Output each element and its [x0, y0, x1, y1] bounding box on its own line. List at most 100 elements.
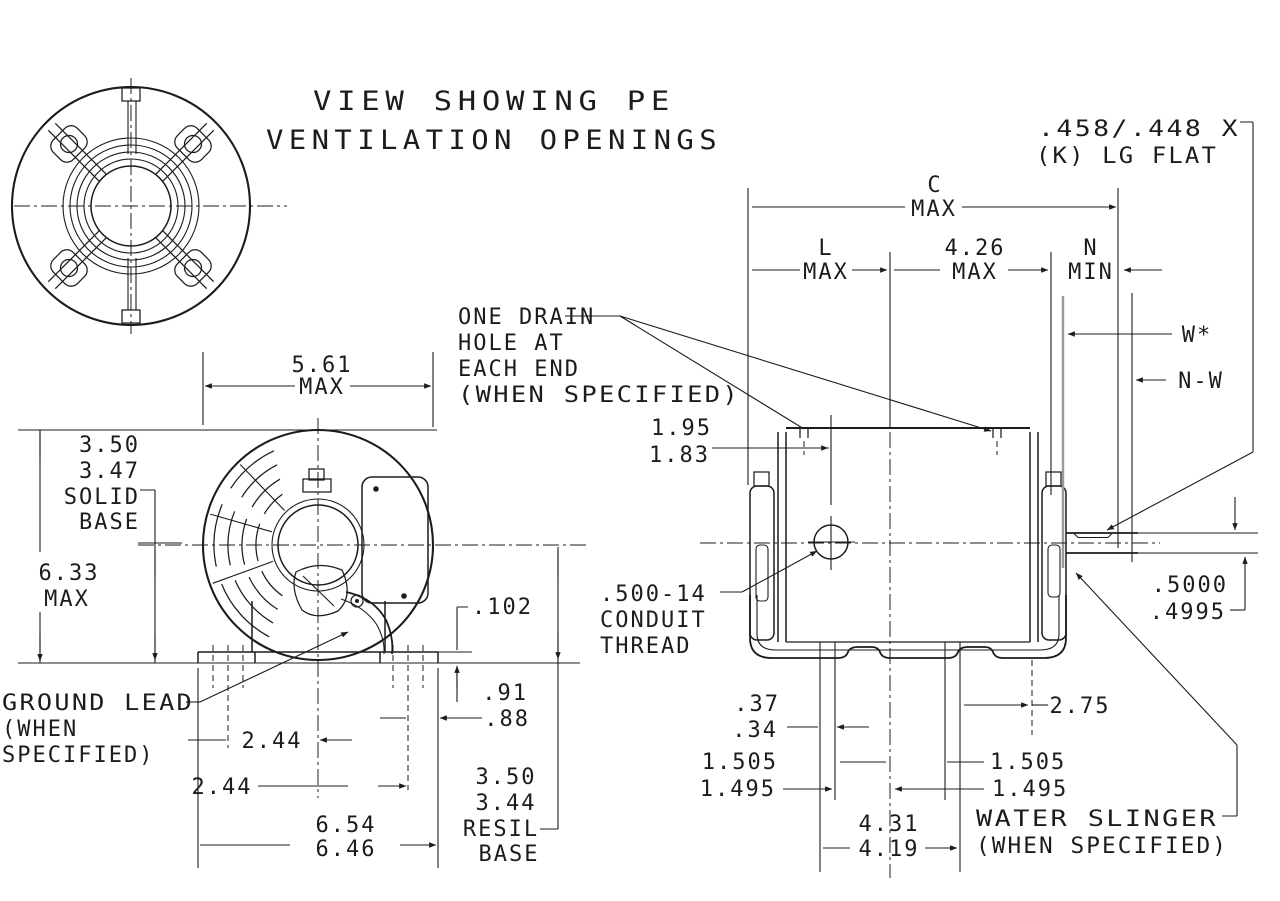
front-vent-slots [210, 450, 285, 638]
right-mount-slot [1047, 544, 1061, 598]
label-slot-right-1495: 1.495 [992, 777, 1068, 802]
right-mount-clamp [1045, 471, 1062, 487]
left-resilient-mount [749, 485, 775, 641]
left-mount-slot [755, 544, 769, 602]
label-n: N [1083, 236, 1098, 261]
label-solid-word1: SOLID [64, 485, 140, 510]
dim-slot-right-arrows [895, 761, 984, 789]
end-bell-edges [777, 432, 1039, 642]
label-shaft-flat-2: (K) LG FLAT [1036, 144, 1218, 169]
label-c-max: MAX [911, 197, 957, 222]
drawing-title: VIEW SHOWING PE VENTILATION OPENINGS [266, 86, 722, 156]
top-clamp-block [302, 478, 332, 493]
vent-arc-ring4 [213, 450, 275, 638]
label-resil-344: 3.44 [476, 791, 537, 816]
front-centerlines [138, 418, 588, 798]
lug-hole [183, 134, 203, 154]
label-drain-3: EACH END [458, 357, 580, 382]
label-195: 1.95 [651, 416, 712, 441]
lug-outline [174, 249, 212, 287]
label-solid-347: 3.47 [79, 459, 140, 484]
cover-screw [401, 593, 407, 599]
side-extension-lines [747, 188, 1133, 872]
label-633-max: MAX [44, 587, 90, 612]
tab-walls [127, 101, 137, 310]
top-clamp-screw [308, 468, 325, 481]
drain-hole-marks [799, 428, 1002, 438]
conduit-leader-arrow [741, 550, 818, 593]
lug-outline [50, 249, 88, 287]
ground-screw-center [355, 599, 359, 603]
label-654: 6.54 [316, 813, 377, 838]
label-244-lower: 2.44 [192, 775, 253, 800]
base-reference-lines [18, 429, 580, 664]
drain-hole-hidden [803, 441, 998, 455]
lug-hole [183, 258, 203, 278]
lug-hole [59, 258, 79, 278]
label-drain-2: HOLE AT [458, 331, 565, 356]
pe-end-view [10, 78, 287, 334]
cradle-base-outer [749, 595, 1067, 659]
lug-hole [59, 134, 79, 154]
label-ground-3: SPECIFIED) [2, 743, 154, 768]
vent-arc-ring1 [255, 493, 283, 597]
front-shell [201, 428, 435, 662]
vent-radial-ribs [210, 464, 285, 584]
dim-347-line [138, 489, 182, 663]
label-ground-2: (WHEN [2, 717, 78, 742]
dim-102-bracket [456, 606, 468, 702]
label-c: C [927, 173, 942, 198]
slinger-leader-arrow [1075, 572, 1238, 746]
pe-centerlines [14, 78, 287, 334]
front-view-dimensions [40, 352, 558, 868]
ground-wire-inner [340, 598, 385, 655]
shaft-extension-lines [1138, 532, 1258, 554]
label-shaft-dia-5000: .5000 [1152, 573, 1228, 598]
vent-arc-ring3 [227, 464, 278, 624]
clamp-body [293, 564, 348, 617]
label-solid-word2: BASE [79, 510, 140, 535]
label-561-max: MAX [299, 375, 345, 400]
base-feet [197, 651, 439, 663]
label-646: 6.46 [316, 837, 377, 862]
label-183: 1.83 [649, 443, 710, 468]
label-91: .91 [482, 681, 528, 706]
ground-leader-arrow [199, 631, 349, 703]
lug-outline [50, 125, 88, 163]
label-88: .88 [484, 707, 530, 732]
label-drain-4: (WHEN SPECIFIED) [458, 383, 740, 408]
side-centerlines [700, 432, 1160, 878]
drain-leader-arrows [619, 315, 991, 431]
label-slot-left-1505: 1.505 [702, 750, 778, 775]
label-slinger-2: (WHEN SPECIFIED) [976, 834, 1228, 859]
label-solid-350: 3.50 [79, 433, 140, 458]
lug-outline [174, 125, 212, 163]
dimension-text: .458/.448 X (K) LG FLAT C MAX L MAX 4.26… [2, 117, 1240, 867]
label-419: 4.19 [859, 837, 920, 862]
label-n-minus-w: N-W [1178, 369, 1224, 394]
cradle-base-inner [756, 595, 1060, 651]
cover-screw [373, 486, 379, 492]
side-view-dimensions [565, 121, 1254, 848]
extension-lines [197, 352, 439, 868]
label-l-max: MAX [803, 260, 849, 285]
side-view [700, 188, 1258, 878]
label-conduit-2: CONDUIT [600, 608, 707, 633]
label-561: 5.61 [292, 353, 353, 378]
pe-spokes [47, 122, 215, 290]
label-37: .37 [734, 692, 780, 717]
flat-leader-arrow [1106, 451, 1254, 531]
label-resil-word2: BASE [479, 842, 540, 867]
label-ground-1: GROUND LEAD [2, 691, 194, 716]
left-mount-clamp [753, 471, 770, 487]
label-34: .34 [732, 718, 778, 743]
title-line2: VENTILATION OPENINGS [266, 125, 722, 156]
label-slot-right-1505: 1.505 [990, 750, 1066, 775]
terminal-cover-plate [361, 476, 429, 604]
label-shaft-flat-1: .458/.448 X [1038, 117, 1240, 142]
label-n-min: MIN [1068, 260, 1114, 285]
label-conduit-1: .500-14 [600, 582, 707, 607]
title-line1: VIEW SHOWING PE [313, 86, 675, 117]
